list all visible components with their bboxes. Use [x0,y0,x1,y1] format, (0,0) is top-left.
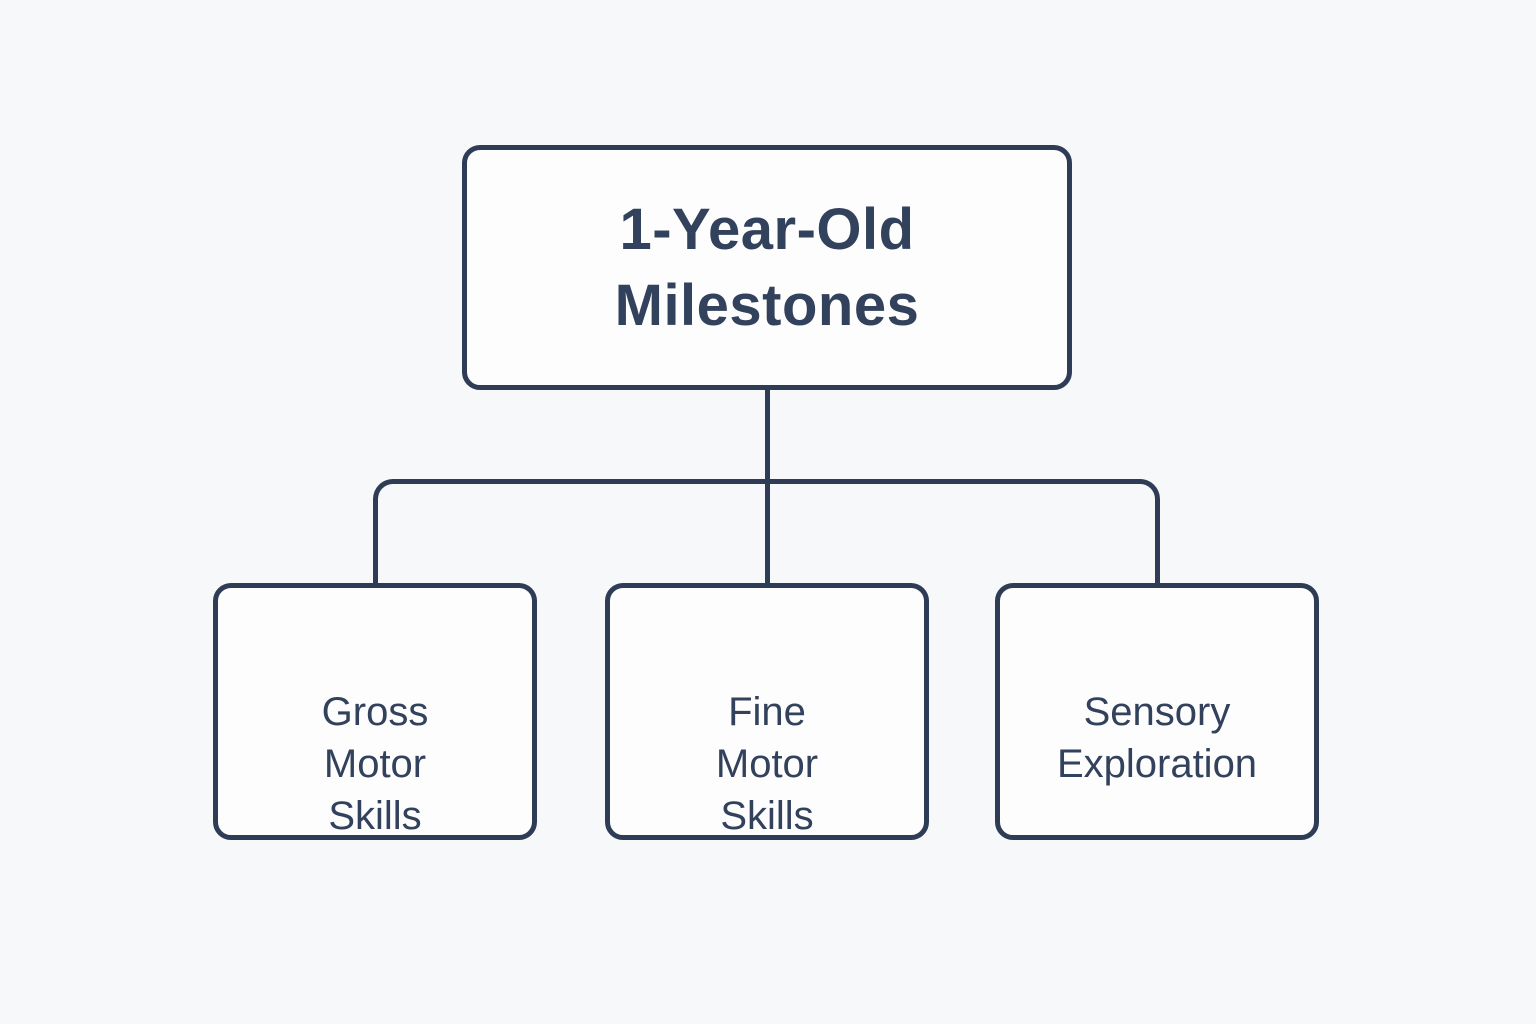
child-node-sensory-exploration: Sensory Exploration [995,583,1319,840]
connector-root-to-middle-child [765,390,770,583]
child-node-label: Sensory Exploration [1056,690,1258,786]
root-node-label: 1-Year-Old Milestones [614,197,920,338]
child-node-fine-motor-skills: Fine Motor Skills [605,583,929,840]
child-node-label: Fine Motor Skills [715,690,819,838]
root-node-1-year-old-milestones: 1-Year-Old Milestones [462,145,1072,390]
child-node-gross-motor-skills: Gross Motor Skills [213,583,537,840]
child-node-label: Gross Motor Skills [321,690,429,838]
connector-bracket-to-side-children [373,479,1160,583]
